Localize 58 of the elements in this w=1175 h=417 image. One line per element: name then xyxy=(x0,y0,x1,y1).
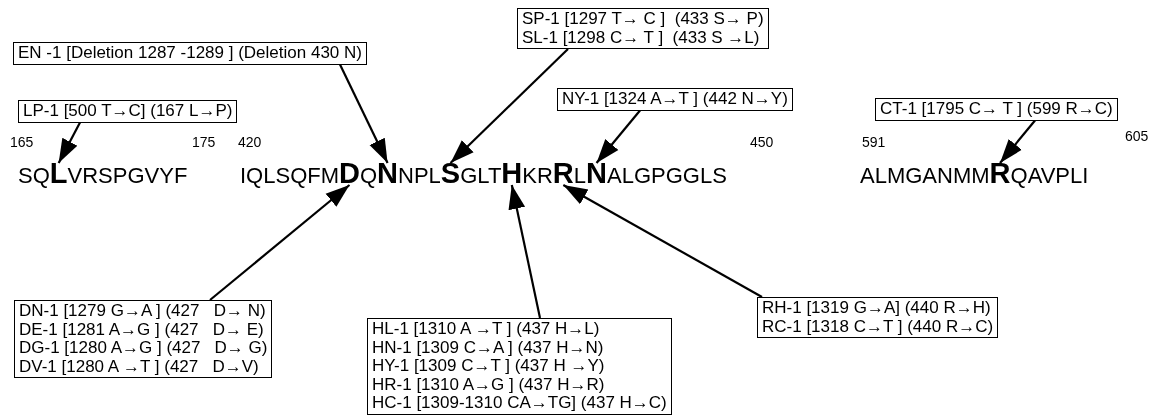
mutation-text: DN-1 [1279 G→A ] (427 D→ N) xyxy=(19,302,267,321)
residue-number: 450 xyxy=(750,134,774,150)
mutation-callout-box xyxy=(18,100,238,123)
arrow xyxy=(562,184,763,298)
mutation-callout-box xyxy=(517,8,769,49)
mutation-callout-box xyxy=(875,98,1118,121)
residue-letter: N xyxy=(377,158,399,188)
arrow xyxy=(595,109,641,164)
mutation-text: NY-1 [1324 A→T ] (442 N→Y) xyxy=(562,90,788,109)
sequence-text: GLT xyxy=(460,163,502,189)
arrow xyxy=(209,184,351,301)
mutation-text: SP-1 [1297 T→ C ] (433 S→ P) xyxy=(522,10,764,29)
arrow xyxy=(508,184,542,319)
sequence-text: NPL xyxy=(398,163,441,189)
mutation-text: HY-1 [1309 C→T ] (437 H →Y) xyxy=(372,357,606,376)
mutation-text: SL-1 [1298 C→ T ] (433 S →L) xyxy=(522,28,761,47)
mutation-text: RC-1 [1318 C→T ] (440 R→C) xyxy=(762,317,994,336)
sequence-text: SQ xyxy=(18,163,50,189)
residue-letter: N xyxy=(586,158,607,188)
sequence-text: L xyxy=(573,163,587,189)
residue-number: 175 xyxy=(192,134,216,150)
mutation-callout-box xyxy=(14,300,273,378)
mutation-text: DV-1 [1280 A →T ] (427 D→V) xyxy=(19,357,260,376)
sequence-text: Q xyxy=(359,163,378,189)
sequence-text: VRSPGVYF xyxy=(67,163,188,189)
mutation-text: EN -1 [Deletion 1287 -1289 ] (Deletion 430 N) xyxy=(18,44,362,63)
mutation-text: CT-1 [1795 C→ T ] (599 R→C) xyxy=(880,100,1113,119)
mutation-callout-box xyxy=(557,88,793,111)
mutation-text: HC-1 [1309-1310 CA→TG] (437 H→C) xyxy=(372,394,667,413)
residue-number: 165 xyxy=(10,134,34,150)
residue-letter: S xyxy=(440,158,461,188)
residue-number: 605 xyxy=(1125,128,1149,144)
arrow xyxy=(449,48,569,164)
residue-letter: R xyxy=(989,158,1011,188)
mutation-callout-box xyxy=(367,318,672,415)
residue-letter: H xyxy=(501,158,523,188)
mutation-text: RH-1 [1319 G→A] (440 R→H) xyxy=(762,299,992,318)
arrow xyxy=(999,119,1036,164)
residue-letter: R xyxy=(552,158,574,188)
mutation-callout-box xyxy=(13,42,367,65)
sequence-text: QAVPLI xyxy=(1010,163,1089,189)
arrow xyxy=(57,122,81,164)
residue-number: 420 xyxy=(238,134,262,150)
mutation-text: HL-1 [1310 A →T ] (437 H→L) xyxy=(372,320,601,339)
mutation-text: DE-1 [1281 A→G ] (427 D→ E) xyxy=(19,320,265,339)
mutation-text: HR-1 [1310 A→G ] (437 H→R) xyxy=(372,375,606,394)
mutation-text: HN-1 [1309 C→A ] (437 H→N) xyxy=(372,338,605,357)
residue-number: 591 xyxy=(862,134,886,150)
mutation-text: DG-1 [1280 A→G ] (427 D→ G) xyxy=(19,339,268,358)
mutation-text: LP-1 [500 T→C] (167 L→P) xyxy=(23,102,233,121)
sequence-text: KR xyxy=(522,163,553,189)
sequence-text: IQLSQFM xyxy=(240,163,339,189)
residue-letter: D xyxy=(339,158,360,188)
mutation-callout-box xyxy=(757,297,999,338)
sequence-text: ALGPGGLS xyxy=(607,163,727,189)
arrow xyxy=(339,64,389,164)
sequence-text: ALMGANMM xyxy=(860,163,990,189)
residue-letter: L xyxy=(49,158,68,188)
